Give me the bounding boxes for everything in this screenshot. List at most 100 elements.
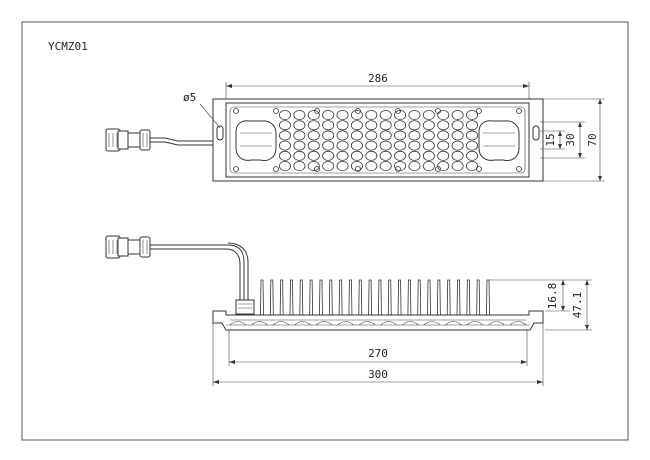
lens-bump (423, 321, 441, 326)
fin (466, 279, 471, 316)
led-lens (408, 160, 421, 171)
lens-bump (272, 321, 290, 326)
led-lens (408, 110, 421, 121)
led-lens (465, 160, 478, 171)
led-lens (465, 110, 478, 121)
led-lens (278, 110, 291, 121)
led-lens (465, 150, 478, 161)
led-lens (307, 150, 320, 161)
led-lens (278, 130, 291, 141)
lens-bump (337, 321, 354, 326)
led-lens (394, 140, 407, 151)
led-lens (293, 160, 306, 171)
svg-text:47.1: 47.1 (571, 292, 584, 319)
led-lens (322, 140, 335, 151)
led-lens (437, 120, 450, 131)
led-lens (365, 160, 378, 171)
led-lens (422, 140, 435, 151)
fin (436, 279, 441, 316)
led-lens (394, 110, 407, 121)
led-lens (336, 130, 349, 141)
led-lens (336, 150, 349, 161)
fin (328, 279, 333, 316)
side-view: 270 300 16.8 47.1 (105, 235, 592, 386)
dim-300: 300 (212, 323, 544, 386)
led-lens (350, 150, 363, 161)
led-lens (307, 110, 320, 121)
fin (486, 279, 490, 316)
led-lens (365, 110, 378, 121)
led-lens-grid (278, 110, 478, 171)
led-lens (465, 130, 478, 141)
led-lens (408, 150, 421, 161)
led-lens (408, 130, 421, 141)
fin (456, 279, 461, 316)
fin (289, 279, 294, 316)
led-lens (293, 150, 306, 161)
lens-bump (251, 321, 268, 326)
lens-bump (509, 321, 527, 326)
fin (279, 279, 284, 316)
lens-bump (359, 321, 376, 326)
led-lens (293, 110, 306, 121)
svg-text:300: 300 (368, 368, 388, 381)
led-lens (437, 140, 450, 151)
fin (309, 279, 314, 316)
led-lens (278, 140, 291, 151)
dim-heights: 15 30 70 (540, 98, 605, 182)
led-lens (336, 160, 349, 171)
led-lens (336, 140, 349, 151)
led-lens (422, 130, 435, 141)
fin (269, 279, 274, 316)
fin (417, 279, 422, 316)
led-lens (350, 130, 363, 141)
fin (338, 279, 343, 316)
left-end-cutout (235, 120, 277, 161)
led-lens (465, 120, 478, 131)
led-lens (293, 140, 306, 151)
lens-bump (488, 321, 505, 326)
svg-text:286: 286 (368, 72, 388, 85)
fin (387, 279, 392, 316)
top-connector-icon (105, 128, 214, 152)
fin (368, 279, 372, 316)
led-lens (307, 140, 320, 151)
svg-text:270: 270 (368, 347, 388, 360)
svg-text:70: 70 (586, 133, 599, 146)
fin (427, 279, 431, 316)
fin (358, 279, 363, 316)
led-lens (322, 160, 335, 171)
led-lens (336, 120, 349, 131)
led-lens (350, 120, 363, 131)
led-lens (379, 150, 392, 161)
led-lens (322, 150, 335, 161)
lens-bump (229, 321, 247, 326)
led-lens (379, 140, 392, 151)
top-body (225, 102, 530, 178)
lens-bump (315, 321, 333, 326)
led-lens (408, 120, 421, 131)
led-lens (394, 150, 407, 161)
fin (260, 279, 264, 316)
led-lens (394, 120, 407, 131)
led-lens (322, 110, 335, 121)
dim-270: 270 (228, 330, 528, 366)
led-lens (379, 130, 392, 141)
led-lens (422, 120, 435, 131)
led-lens (350, 160, 363, 171)
led-lens (422, 110, 435, 121)
led-lens (365, 130, 378, 141)
led-lens (307, 120, 320, 131)
fin (476, 279, 481, 316)
fin (446, 279, 451, 316)
sheet-border (21, 21, 629, 441)
fin (378, 279, 382, 316)
svg-text:ø5: ø5 (183, 91, 196, 104)
svg-text:15: 15 (544, 133, 557, 146)
led-lens (437, 110, 450, 121)
led-lens (278, 120, 291, 131)
led-lens (322, 120, 335, 131)
led-lens (422, 150, 435, 161)
dim-hole: ø5 (183, 91, 221, 129)
